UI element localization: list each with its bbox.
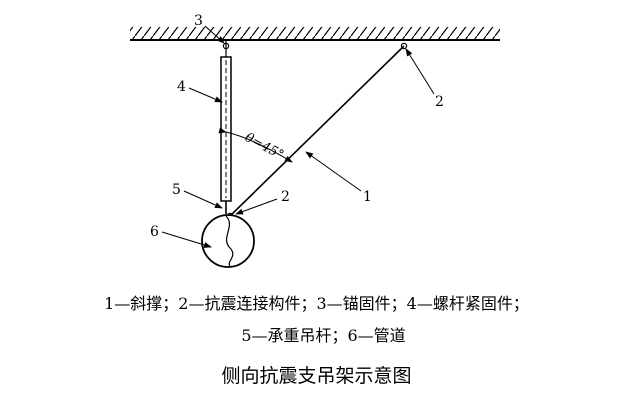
leader-connector-top — [405, 48, 435, 95]
leader-brace — [305, 151, 362, 192]
callout-connector-top: 2 — [435, 94, 444, 110]
leader-anchor — [204, 25, 225, 44]
legend-line-2: 5—承重吊杆；6—管道 — [241, 326, 406, 345]
ceiling-hatch — [130, 27, 500, 39]
callout-anchor: 3 — [194, 13, 203, 29]
angle-label: θ=45° — [242, 130, 286, 163]
leader-hanger-rod — [183, 190, 223, 209]
pipe-break-mark — [225, 215, 234, 267]
legend-line-1: 1—斜撑；2—抗震连接构件；3—锚固件；4—螺杆紧固件； — [104, 294, 529, 313]
leader-rod-fastener — [188, 87, 223, 103]
diagonal-brace — [229, 45, 405, 217]
leader-pipe — [161, 231, 212, 248]
figure-caption: 侧向抗震支吊架示意图 — [221, 365, 412, 387]
pipe-body — [201, 214, 255, 268]
callout-brace: 1 — [363, 189, 372, 205]
callout-pipe: 6 — [150, 224, 159, 240]
callout-connector-bottom: 2 — [281, 189, 290, 205]
callout-rod-fastener: 4 — [177, 79, 186, 95]
angle-arc — [218, 127, 293, 163]
ceiling — [130, 27, 500, 41]
leader-connector-bottom — [235, 198, 278, 215]
callout-hanger-rod: 5 — [172, 182, 181, 198]
pipe — [201, 214, 255, 268]
